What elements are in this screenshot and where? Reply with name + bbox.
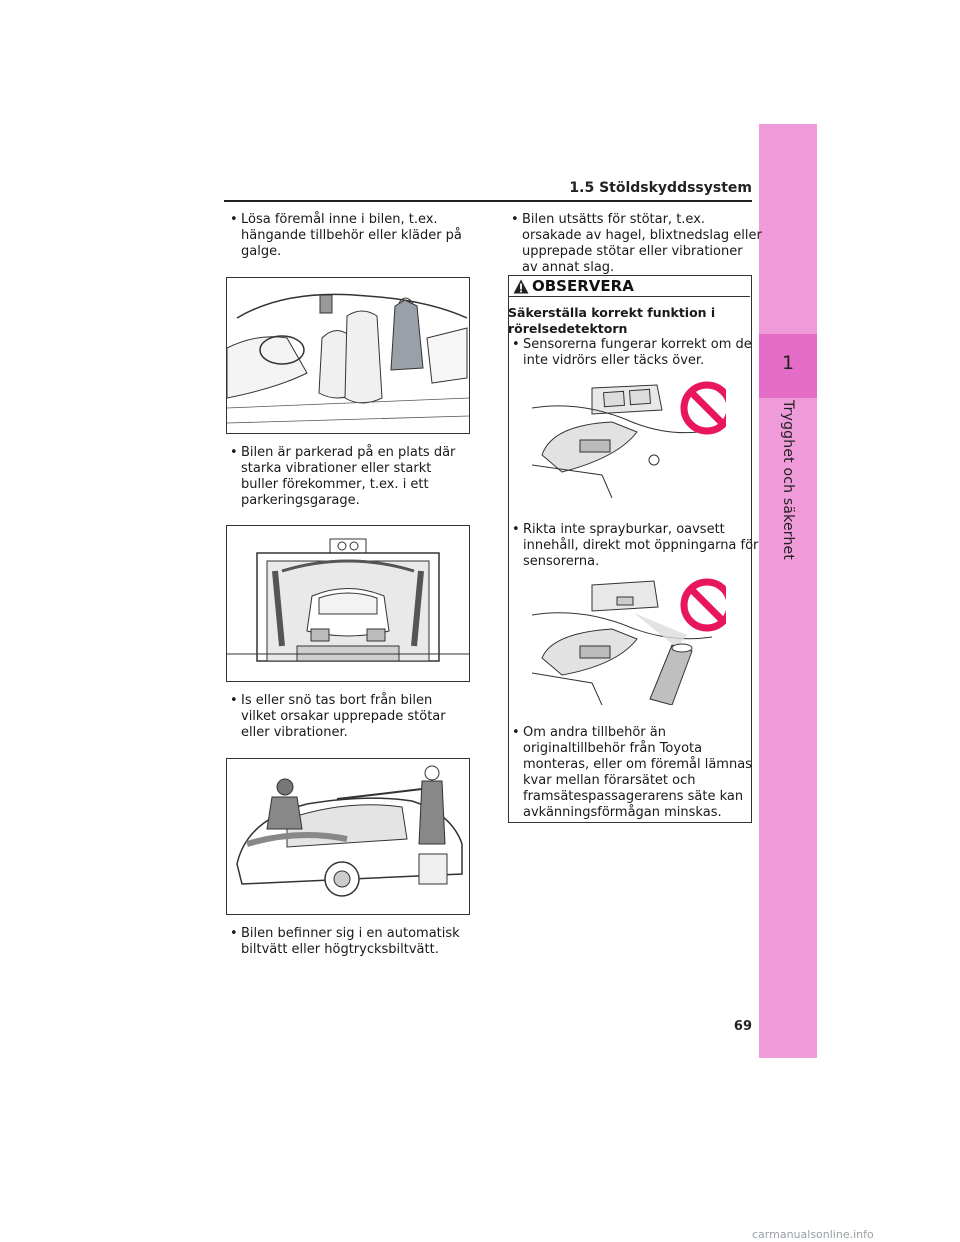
bullet-loose-objects: Lösa föremål inne i bilen, t.ex. hängand… [226, 212, 471, 260]
notice-header [508, 275, 750, 297]
notice-title: OBSERVERA [532, 277, 634, 295]
watermark: carmanualsonline.info [752, 1228, 874, 1241]
notice-bullet-spray: Rikta inte sprayburkar, oavsett innehåll… [508, 522, 759, 570]
figure-snow-removal [226, 758, 470, 915]
prohibition-icon [680, 381, 726, 435]
chapter-title: Trygghet och säkerhet [780, 399, 796, 561]
bullet-parking-garage: Bilen är parkerad på en plats där starka… [226, 445, 471, 509]
figure-car-interior-clothes [226, 277, 470, 434]
figure-sensor-ceiling [532, 380, 726, 498]
figure-car-wash-garage [226, 525, 470, 682]
chapter-number: 1 [781, 352, 795, 374]
chapter-number-box [759, 334, 817, 398]
bullet-ice-snow-removal: Is eller snö tas bort från bilen vilket … [226, 693, 471, 741]
page-number: 69 [733, 1019, 752, 1034]
header-rule [224, 200, 752, 202]
warning-triangle-icon [513, 279, 529, 294]
notice-subtitle: Säkerställa korrekt funktion i rörelsede… [508, 305, 716, 336]
notice-bullet-accessories: Om andra tillbehör än originaltillbehör … [508, 725, 759, 821]
notice-bullet-sensors: Sensorerna fungerar korrekt om de inte v… [508, 337, 759, 369]
bullet-impacts-hail: Bilen utsätts för stötar, t.ex. orsakade… [507, 212, 762, 276]
section-header: 1.5 Stöldskyddssystem [569, 180, 752, 196]
chapter-tab [759, 124, 817, 1058]
figure-spray-sensor [532, 573, 726, 705]
bullet-automatic-car-wash: Bilen befinner sig i en automatisk biltv… [226, 926, 471, 958]
